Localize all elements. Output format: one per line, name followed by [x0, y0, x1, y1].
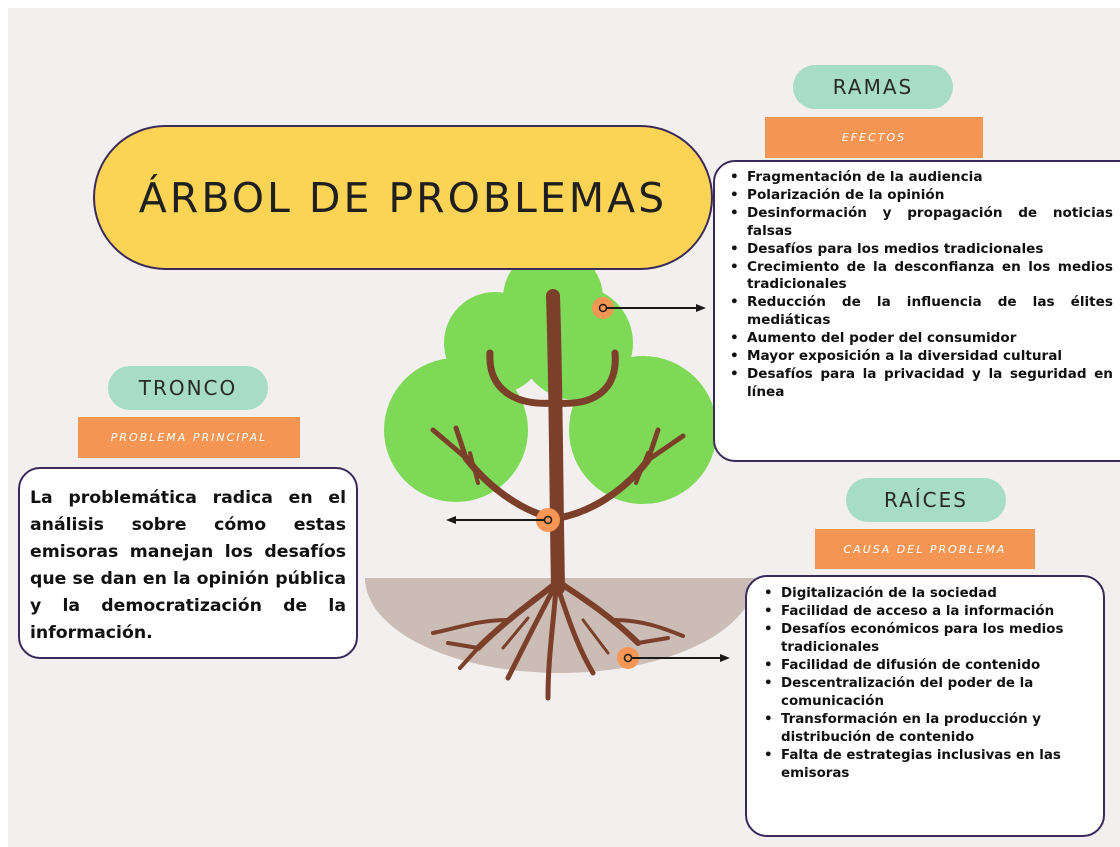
- tronco-label: TRONCO: [108, 366, 268, 410]
- list-item: Descentralización del poder de la comuni…: [761, 675, 1095, 711]
- list-item: Fragmentación de la audiencia: [727, 169, 1113, 187]
- list-item: Reducción de la influencia de las élites…: [727, 294, 1113, 330]
- list-item: Desafíos para los medios tradicionales: [727, 241, 1113, 259]
- arrow-left-icon: [446, 516, 456, 524]
- roots: [431, 580, 685, 701]
- list-item: Desinformación y propagación de noticias…: [727, 205, 1113, 241]
- list-item: Mayor exposición a la diversidad cultura…: [727, 348, 1113, 366]
- tree-illustration: [365, 248, 755, 701]
- arrow-right-icon: [720, 654, 730, 662]
- list-item: Digitalización de la sociedad: [761, 585, 1095, 603]
- connector-tronco: [446, 508, 560, 532]
- ramas-list: Fragmentación de la audiencia Polarizaci…: [727, 169, 1113, 402]
- tronco-sublabel: PROBLEMA PRINCIPAL: [78, 417, 300, 458]
- tronco-text: La problemática radica en el análisis so…: [30, 488, 346, 643]
- node-ramas: [592, 297, 614, 319]
- ramas-sublabel: EFECTOS: [765, 117, 983, 158]
- raices-sublabel: CAUSA DEL PROBLEMA: [815, 529, 1035, 569]
- ground-mound: [365, 578, 755, 673]
- list-item: Transformación en la producción y distri…: [761, 711, 1095, 747]
- list-item: Crecimiento de la desconfianza en los me…: [727, 259, 1113, 295]
- list-item: Facilidad de acceso a la información: [761, 603, 1095, 621]
- raices-box: Digitalización de la sociedad Facilidad …: [745, 575, 1105, 837]
- list-item: Facilidad de difusión de contenido: [761, 657, 1095, 675]
- ramas-label: RAMAS: [793, 65, 953, 109]
- node-tronco: [536, 508, 560, 532]
- connector-ramas: [592, 297, 706, 319]
- list-item: Falta de estrategias inclusivas en las e…: [761, 747, 1095, 783]
- page-title: ÁRBOL DE PROBLEMAS: [138, 173, 668, 222]
- list-item: Polarización de la opinión: [727, 187, 1113, 205]
- node-raices: [617, 647, 639, 669]
- list-item: Desafíos para la privacidad y la segurid…: [727, 366, 1113, 402]
- raices-list: Digitalización de la sociedad Facilidad …: [761, 585, 1095, 783]
- connector-raices: [617, 647, 730, 669]
- raices-label: RAÍCES: [846, 478, 1006, 522]
- diagram-canvas: ÁRBOL DE PROBLEMAS RAMAS EFECTOS Fragmen…: [8, 8, 1120, 847]
- list-item: Desafíos económicos para los medios trad…: [761, 621, 1095, 657]
- foliage-lower-right: [569, 356, 717, 504]
- title-pill: ÁRBOL DE PROBLEMAS: [93, 125, 713, 270]
- tronco-box: La problemática radica en el análisis so…: [18, 467, 358, 659]
- list-item: Aumento del poder del consumidor: [727, 330, 1113, 348]
- arrow-right-icon: [696, 304, 706, 312]
- ramas-box: Fragmentación de la audiencia Polarizaci…: [713, 160, 1120, 462]
